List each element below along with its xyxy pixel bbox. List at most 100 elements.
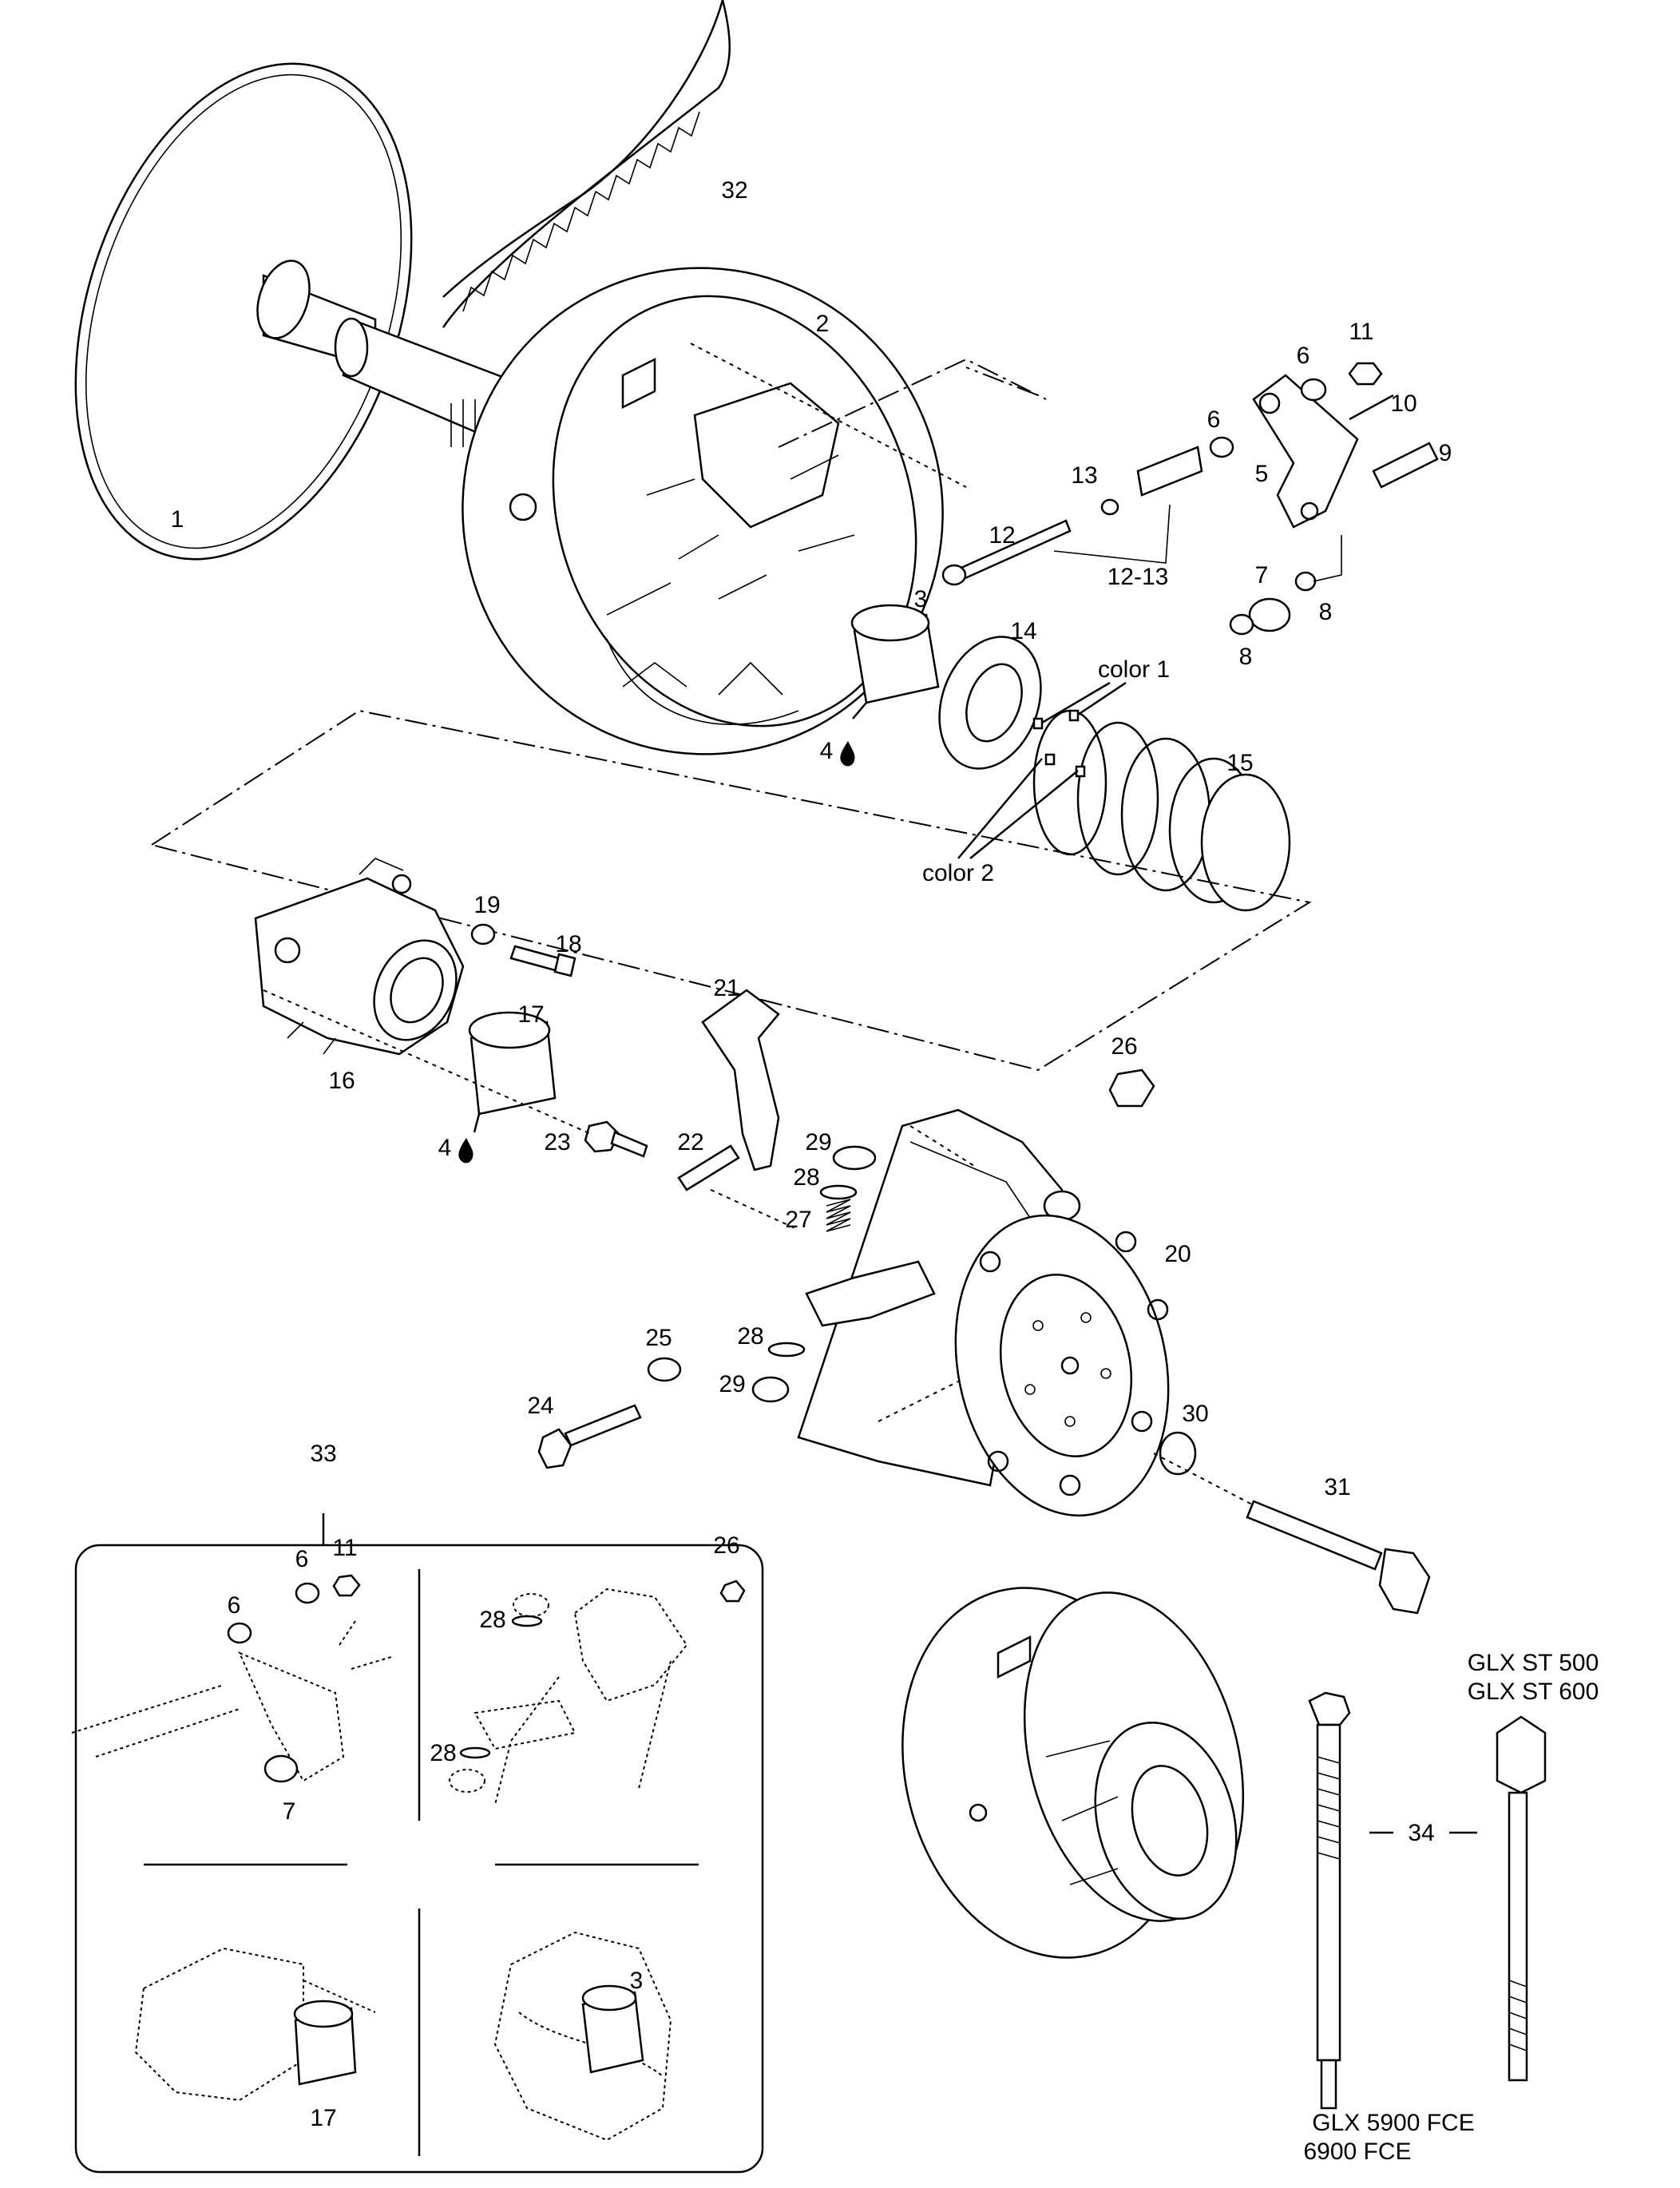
callout-17: 17 <box>517 1001 544 1028</box>
callout-12-13: 12-13 <box>1107 564 1169 590</box>
callout-6b: 6 <box>1207 406 1221 433</box>
callout-9: 9 <box>1439 440 1452 466</box>
assembly-axis-lines <box>263 989 1254 1506</box>
callout-2: 2 <box>816 311 830 337</box>
washer-19 <box>470 923 496 945</box>
thrust-washer-14 <box>938 636 1042 770</box>
callout-34: 34 <box>1408 1820 1434 1846</box>
washer-6-top <box>1300 378 1327 402</box>
washer-30 <box>1159 1431 1197 1476</box>
bushing-12-13 <box>1136 446 1203 497</box>
cap-29-top <box>832 1145 877 1171</box>
callout-14: 14 <box>1010 618 1036 644</box>
lever-assembly-box <box>778 358 1047 448</box>
inset-label-17: 17 <box>310 2105 336 2131</box>
roller-7 <box>1248 597 1291 632</box>
inset-label-3: 3 <box>630 1968 644 1994</box>
callout-16: 16 <box>328 1068 355 1094</box>
callout-19: 19 <box>473 892 500 918</box>
lever-assembly <box>941 362 1439 636</box>
spring-27 <box>826 1199 851 1232</box>
callout-22: 22 <box>677 1129 703 1155</box>
callout-32: 32 <box>721 177 747 204</box>
bushing-17 <box>468 1011 557 1116</box>
arm-21 <box>701 989 780 1171</box>
callout-28b: 28 <box>737 1323 763 1350</box>
inset-cam-ghost <box>134 1947 376 2102</box>
spring-color-labels: color 1 color 2 <box>922 656 1170 886</box>
inset-spider-ghost <box>449 1580 746 1805</box>
callout-21: 21 <box>713 975 739 1001</box>
pin-22 <box>677 1144 740 1191</box>
screw-18 <box>509 945 577 977</box>
callout-15: 15 <box>1226 750 1253 776</box>
inset-sheave-ghost <box>493 1931 672 2142</box>
inset-label-26: 26 <box>713 1532 739 1559</box>
movable-sheave <box>462 267 967 755</box>
inset-label-28b: 28 <box>430 1740 456 1766</box>
callout-6a: 6 <box>1297 343 1310 369</box>
callout-18: 18 <box>555 931 581 957</box>
bolt-34-long <box>1308 1691 1351 2110</box>
callout-13: 13 <box>1071 462 1097 489</box>
inset-label-7: 7 <box>283 1798 296 1825</box>
callout-25: 25 <box>645 1325 672 1351</box>
color-1-label: color 1 <box>1098 656 1170 683</box>
cap-29-bottom <box>751 1376 790 1403</box>
callout-31: 31 <box>1324 1474 1350 1500</box>
callout-4a: 4 <box>820 738 834 764</box>
callout-11: 11 <box>1349 319 1373 345</box>
callout-10: 10 <box>1390 390 1417 417</box>
bolt-24 <box>537 1404 642 1469</box>
model-bottom-line-2: 6900 FCE <box>1303 2138 1411 2165</box>
callout-1: 1 <box>171 506 184 533</box>
spring-15 <box>1032 709 1291 912</box>
callout-30: 30 <box>1182 1401 1208 1427</box>
callout-3: 3 <box>914 586 928 612</box>
cotter-pin-10 <box>1349 394 1394 421</box>
inset-33 <box>71 1513 764 2174</box>
model-top-line-2: GLX ST 600 <box>1468 1679 1599 1705</box>
callout-24: 24 <box>527 1393 553 1419</box>
callout-29a: 29 <box>805 1129 831 1155</box>
inset-label-28a: 28 <box>479 1607 505 1633</box>
callout-33: 33 <box>310 1441 336 1467</box>
callout-23: 23 <box>544 1129 570 1155</box>
lube-leader-lines <box>473 702 867 1133</box>
model-labels: GLX ST 500 GLX ST 600 GLX 5900 FCE 6900 … <box>1303 1650 1599 2165</box>
o-ring-28-bottom <box>767 1342 806 1358</box>
nut-11 <box>1348 362 1383 386</box>
callout-26: 26 <box>1111 1033 1137 1060</box>
bolt-23 <box>584 1120 648 1158</box>
o-ring-28-top <box>819 1184 858 1200</box>
callout-8a: 8 <box>1319 599 1333 625</box>
bushing-washer-spring <box>850 604 1291 912</box>
inset-lever-ghost <box>71 1574 392 1783</box>
callout-27: 27 <box>785 1207 811 1233</box>
color-2-label: color 2 <box>922 860 994 886</box>
washer-6 <box>1209 436 1234 458</box>
spider-20 <box>797 1108 1170 1517</box>
inset-label-11: 11 <box>332 1535 357 1561</box>
pin-9 <box>1372 442 1439 489</box>
washer-25 <box>647 1357 682 1382</box>
drive-belt <box>442 0 731 328</box>
callout-7: 7 <box>1255 562 1269 589</box>
callout-labels: 1 32 2 11 6 10 6 9 5 13 12 12-13 7 8 8 3… <box>171 177 1452 1846</box>
nut-26 <box>1108 1068 1155 1108</box>
inset-label-6a: 6 <box>295 1546 309 1572</box>
washer-8-left <box>1229 613 1254 636</box>
callout-4b: 4 <box>438 1135 452 1161</box>
washer-13 <box>1100 498 1119 516</box>
oil-drop-icon <box>840 741 855 767</box>
oil-drop-icon <box>458 1138 473 1163</box>
model-bottom-line-1: GLX 5900 FCE <box>1312 2110 1474 2136</box>
fixed-sheave-with-shaft <box>74 62 527 561</box>
cam-16 <box>254 858 465 1056</box>
washer-8-right <box>1294 571 1317 592</box>
callout-12: 12 <box>989 522 1015 549</box>
callout-20: 20 <box>1164 1241 1191 1267</box>
callout-29b: 29 <box>719 1371 745 1397</box>
bolt-34-short <box>1496 1715 1547 2082</box>
